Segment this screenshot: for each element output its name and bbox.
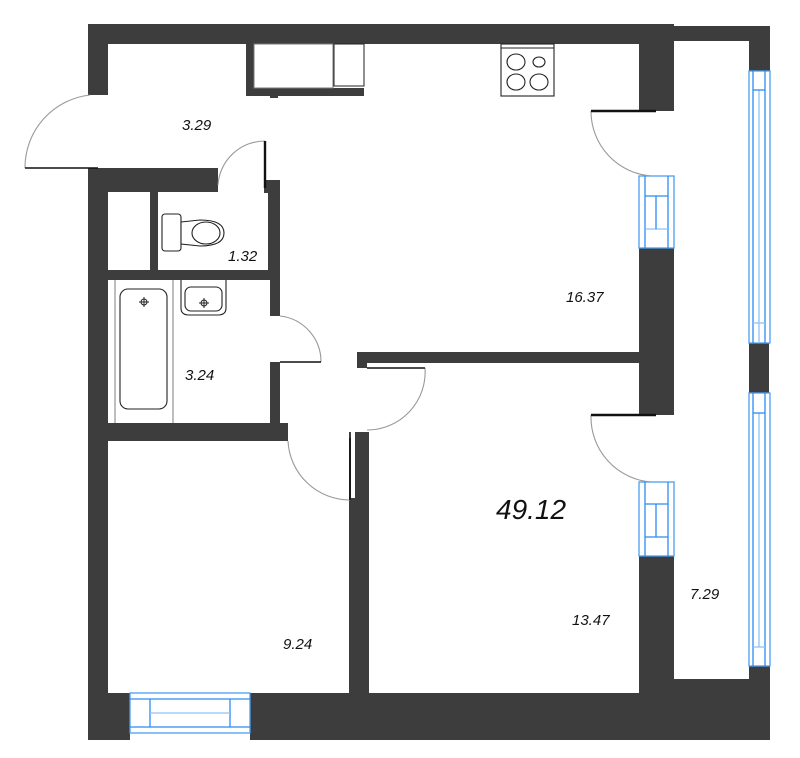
window-balcony-upper: [748, 70, 771, 344]
balcony-right-mullion: [749, 343, 769, 393]
total-area-label: 49.12: [496, 494, 567, 525]
balcony-right-wall-top: [749, 26, 770, 71]
door-pocket: [351, 432, 355, 498]
left-wall-top: [88, 24, 108, 95]
bathroom-top-wall: [108, 270, 280, 280]
toilet-door-jamb: [264, 180, 280, 193]
bathroom-bottom-wall: [88, 423, 288, 441]
kitchen-counter: [253, 43, 365, 89]
area-label-balcony: 7.29: [690, 586, 720, 603]
area-label-bedroom-large: 13.47: [572, 612, 610, 629]
balcony-bottom-wall: [674, 679, 750, 693]
toilet-door[interactable]: [217, 140, 267, 188]
window-kitchen: [638, 175, 675, 249]
bottom-wall-right: [250, 693, 770, 740]
window-bedroom-large: [638, 481, 675, 557]
left-wall-lower: [88, 168, 108, 740]
counter-niche-left: [246, 44, 254, 96]
bedroom-balcony-door[interactable]: [590, 413, 656, 483]
kitchen-balcony-door[interactable]: [590, 109, 656, 177]
bathroom-door[interactable]: [279, 315, 322, 363]
area-label-kitchen-living: 16.37: [566, 289, 604, 306]
area-label-hallway: 3.29: [182, 117, 212, 134]
counter-niche-tab: [270, 95, 278, 98]
walls: [88, 24, 770, 740]
windows: [129, 70, 771, 734]
area-label-bathroom: 3.24: [185, 367, 215, 384]
toilet-icon: [161, 213, 225, 252]
balcony-right-wall-bottom: [749, 666, 770, 740]
sink-icon: [180, 280, 227, 316]
stove-icon: [500, 43, 555, 97]
kitchen-right-wall-mid: [639, 248, 674, 415]
window-balcony-lower: [748, 392, 771, 667]
living-bedroom-divider: [357, 352, 639, 363]
bottom-wall-left: [88, 693, 130, 740]
bedroom-right-wall-bottom: [639, 556, 674, 693]
entrance-door[interactable]: [24, 94, 98, 169]
bedroom-small-door[interactable]: [287, 438, 351, 501]
divider-end: [357, 352, 367, 368]
toilet-top-wall-inner: [108, 182, 218, 192]
kitchen-right-wall-top: [639, 24, 674, 111]
bedroom-large-door[interactable]: [366, 367, 426, 431]
window-bedroom-small: [129, 692, 251, 734]
toilet-right-wall: [268, 180, 280, 280]
bathroom-right-wall-upper: [270, 280, 280, 316]
area-label-toilet: 1.32: [228, 248, 258, 265]
top-wall: [88, 24, 674, 44]
area-label-bedroom-small: 9.24: [283, 636, 313, 653]
counter-niche-bottom: [246, 88, 364, 96]
bathtub-icon: [114, 280, 174, 423]
fixtures: [114, 43, 555, 423]
doors: [24, 94, 656, 501]
bathroom-right-wall-lower: [270, 362, 280, 434]
balcony-top-wall: [674, 26, 770, 41]
closet-divider-wall: [150, 192, 158, 272]
